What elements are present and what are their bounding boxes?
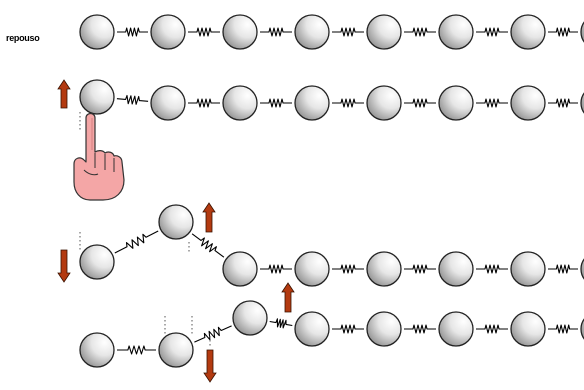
spring bbox=[548, 324, 578, 334]
spring bbox=[404, 324, 436, 334]
ball bbox=[222, 85, 258, 121]
springs-layer bbox=[114, 27, 578, 355]
ball bbox=[510, 311, 546, 347]
ball bbox=[232, 300, 268, 336]
ball bbox=[438, 251, 474, 287]
ball bbox=[158, 332, 194, 368]
spring bbox=[476, 98, 508, 108]
ball bbox=[366, 85, 402, 121]
rest-label: repouso bbox=[6, 33, 40, 43]
spring bbox=[332, 27, 364, 37]
pointing-hand-icon bbox=[73, 112, 125, 201]
spring bbox=[117, 27, 148, 37]
spring bbox=[269, 318, 293, 329]
ball bbox=[438, 14, 474, 50]
spring bbox=[117, 345, 156, 355]
ball bbox=[580, 92, 584, 114]
ball bbox=[150, 14, 186, 50]
ball bbox=[294, 85, 330, 121]
ball bbox=[222, 251, 258, 287]
arrow-icon bbox=[202, 202, 216, 233]
ball bbox=[294, 311, 330, 347]
spring bbox=[114, 230, 159, 254]
spring bbox=[476, 27, 508, 37]
spring bbox=[188, 27, 220, 37]
ball bbox=[510, 14, 546, 50]
ball bbox=[366, 251, 402, 287]
ball bbox=[438, 85, 474, 121]
arrow-icon bbox=[203, 349, 217, 383]
ball bbox=[580, 258, 584, 280]
balls-layer bbox=[79, 14, 584, 368]
spring bbox=[404, 264, 436, 274]
arrow-icon bbox=[57, 249, 71, 283]
guides-layer bbox=[79, 112, 211, 348]
spring bbox=[548, 27, 578, 37]
ball bbox=[510, 251, 546, 287]
spring bbox=[332, 98, 364, 108]
ball bbox=[294, 251, 330, 287]
ball bbox=[438, 311, 474, 347]
ball bbox=[510, 85, 546, 121]
ball bbox=[580, 21, 584, 43]
ball bbox=[79, 79, 115, 115]
spring bbox=[548, 264, 578, 274]
spring bbox=[260, 27, 292, 37]
ball bbox=[366, 311, 402, 347]
ball bbox=[222, 14, 258, 50]
spring bbox=[476, 324, 508, 334]
arrow-icon bbox=[281, 282, 295, 313]
ball bbox=[79, 14, 115, 50]
spring bbox=[332, 264, 364, 274]
spring bbox=[332, 324, 364, 334]
arrows-layer bbox=[57, 79, 295, 383]
spring bbox=[476, 264, 508, 274]
spring bbox=[260, 264, 292, 274]
spring bbox=[548, 98, 578, 108]
spring bbox=[404, 27, 436, 37]
ball bbox=[150, 85, 186, 121]
ball bbox=[79, 244, 115, 280]
spring bbox=[404, 98, 436, 108]
spring bbox=[194, 325, 232, 343]
spring bbox=[116, 94, 149, 105]
spring bbox=[188, 98, 220, 108]
arrow-icon bbox=[57, 79, 71, 109]
spring bbox=[260, 98, 292, 108]
spring bbox=[191, 233, 225, 258]
ball bbox=[79, 332, 115, 368]
ball bbox=[580, 318, 584, 340]
ball bbox=[366, 14, 402, 50]
ball bbox=[294, 14, 330, 50]
ball bbox=[158, 204, 194, 240]
